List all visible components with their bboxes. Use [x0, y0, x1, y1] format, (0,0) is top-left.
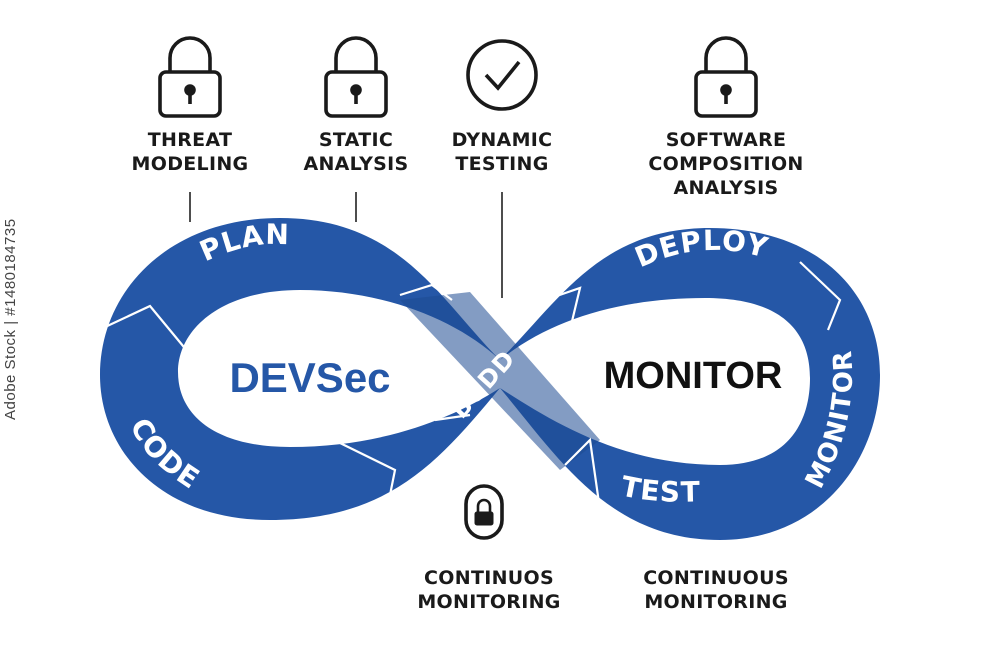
continuos-monitoring-label: CONTINUOS MONITORING — [417, 567, 561, 613]
infinity-band-shape — [100, 218, 880, 540]
crossing-band — [400, 292, 600, 470]
lock-badge-icon — [464, 484, 504, 540]
static-analysis-label: STATIC ANALYSIS — [303, 129, 409, 175]
lock-icon — [694, 36, 758, 118]
dynamic-testing-label: DYNAMIC TESTING — [451, 129, 553, 175]
infinity-band — [100, 218, 880, 540]
connector-lines — [189, 192, 503, 298]
center-left-title: DEVSec — [229, 354, 390, 401]
software-composition-analysis-label: SOFTWARE COMPOSITION ANALYSIS — [648, 129, 804, 199]
center-right-title: MONITOR — [604, 355, 783, 397]
continuous-monitoring-label: CONTINUOUS MONITORING — [643, 567, 789, 613]
lock-icon — [324, 36, 388, 118]
threat-modeling-label: THREAT MODELING — [131, 129, 249, 175]
stage-test-label: TEST — [618, 470, 701, 509]
lock-icon — [158, 36, 222, 118]
segment-dividers — [102, 261, 842, 521]
check-circle-icon — [466, 39, 538, 111]
stock-watermark: Adobe Stock | #1480184735 — [2, 218, 19, 420]
